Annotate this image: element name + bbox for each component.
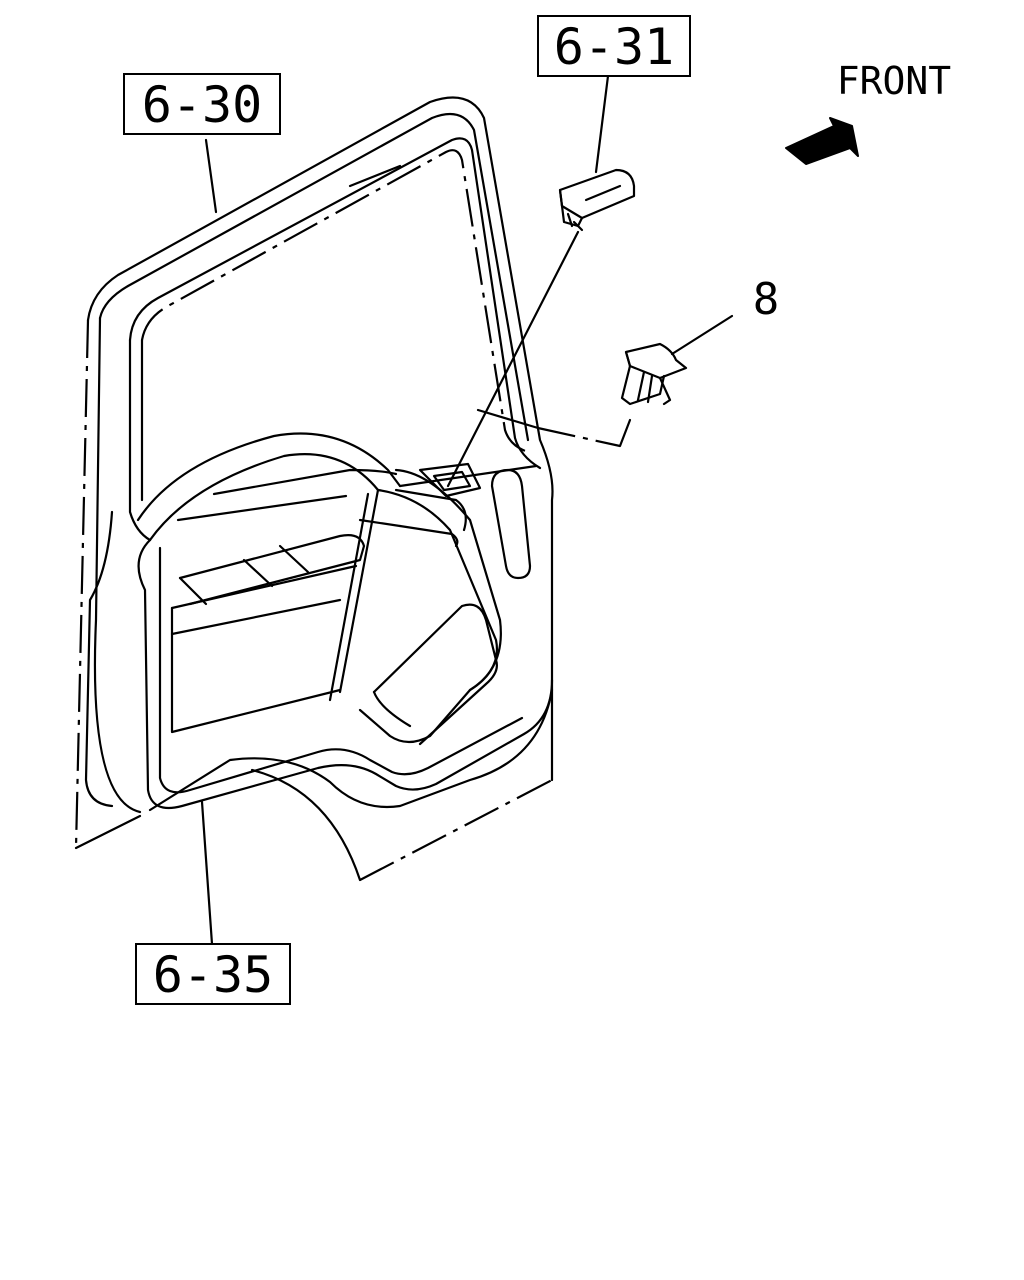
callout-box <box>537 15 691 77</box>
door-outer-panel <box>74 96 554 882</box>
callout-box <box>135 943 291 1005</box>
callout-label-6-31: 6-31 <box>554 18 674 76</box>
leader-lines <box>200 74 734 946</box>
callout-label-6-35: 6-35 <box>153 946 273 1004</box>
callout-box <box>123 73 281 135</box>
front-label: FRONT <box>837 59 951 103</box>
callout-label-8: 8 <box>753 274 780 325</box>
door-window-frame <box>128 137 542 542</box>
callout-label-6-30: 6-30 <box>142 76 262 134</box>
front-arrow-icon <box>785 117 859 165</box>
front-indicator: FRONT <box>785 59 951 165</box>
door-trim-panel <box>136 432 554 810</box>
callout-6-30: 6-30 <box>123 73 281 135</box>
part-8-clip <box>620 342 688 406</box>
part-6-31-switch <box>558 168 636 232</box>
callout-6-35: 6-35 <box>135 943 291 1005</box>
callout-6-31: 6-31 <box>537 15 691 77</box>
